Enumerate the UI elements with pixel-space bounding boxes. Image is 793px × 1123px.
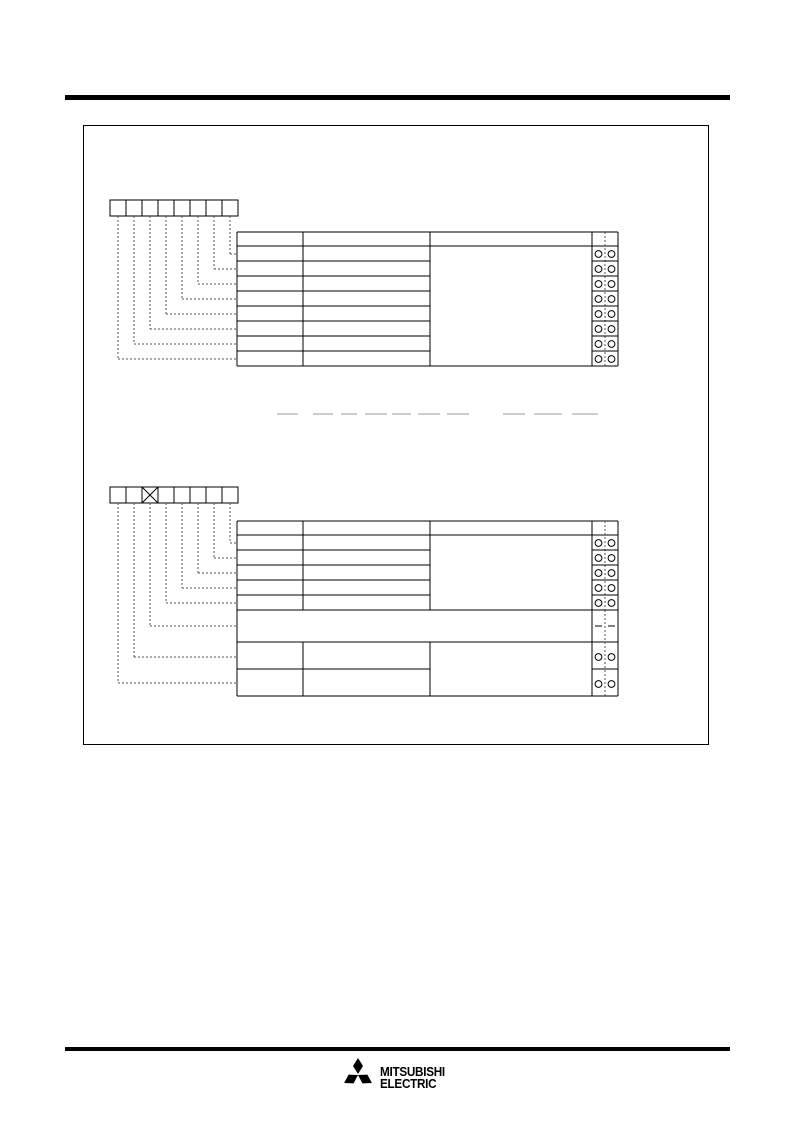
circle-icon bbox=[607, 653, 616, 661]
footer-rule bbox=[65, 1047, 730, 1051]
circle-icon bbox=[594, 340, 603, 348]
brand-line-2: ELECTRIC bbox=[380, 1076, 437, 1091]
circle-icon bbox=[594, 250, 603, 258]
circle-icon bbox=[607, 554, 616, 562]
circle-icon bbox=[594, 265, 603, 273]
bit-box bbox=[125, 199, 143, 217]
circle-icon bbox=[594, 680, 603, 688]
x-cross-icon bbox=[141, 486, 159, 504]
brand-name: MITSUBISHI ELECTRIC bbox=[380, 1064, 445, 1091]
header-rule bbox=[65, 95, 730, 100]
bit-box bbox=[205, 199, 223, 217]
circle-icon bbox=[594, 280, 603, 288]
bit-box bbox=[189, 199, 207, 217]
bit-box bbox=[157, 199, 175, 217]
bit-box bbox=[157, 486, 175, 504]
circle-icon bbox=[594, 295, 603, 303]
circle-icon bbox=[594, 310, 603, 318]
bit-box bbox=[109, 486, 127, 504]
circle-icon bbox=[607, 599, 616, 607]
bit-box bbox=[125, 486, 143, 504]
circle-icon bbox=[594, 539, 603, 547]
circle-icon bbox=[594, 355, 603, 363]
circle-icon bbox=[594, 554, 603, 562]
circle-icon bbox=[607, 325, 616, 333]
mitsubishi-three-diamonds-icon bbox=[344, 1058, 372, 1084]
circle-icon bbox=[607, 310, 616, 318]
bit-box bbox=[205, 486, 223, 504]
circle-icon bbox=[607, 680, 616, 688]
circle-icon bbox=[607, 280, 616, 288]
circle-icon bbox=[594, 584, 603, 592]
bit-box bbox=[173, 486, 191, 504]
circle-icon bbox=[607, 584, 616, 592]
circle-icon bbox=[594, 599, 603, 607]
circle-icon bbox=[594, 653, 603, 661]
circle-icon bbox=[607, 355, 616, 363]
bit-box bbox=[221, 486, 239, 504]
circle-icon bbox=[607, 569, 616, 577]
bit-box bbox=[173, 199, 191, 217]
register-figure-frame bbox=[83, 125, 709, 745]
circle-icon bbox=[607, 295, 616, 303]
circle-icon bbox=[607, 250, 616, 258]
circle-icon bbox=[594, 325, 603, 333]
circle-icon bbox=[607, 265, 616, 273]
circle-icon bbox=[607, 340, 616, 348]
bit-box bbox=[109, 199, 127, 217]
brand-line-1: MITSUBISHI bbox=[380, 1064, 445, 1079]
bit-box bbox=[189, 486, 207, 504]
circle-icon bbox=[594, 569, 603, 577]
bit-box bbox=[141, 199, 159, 217]
bit-box bbox=[221, 199, 239, 217]
circle-icon bbox=[607, 539, 616, 547]
